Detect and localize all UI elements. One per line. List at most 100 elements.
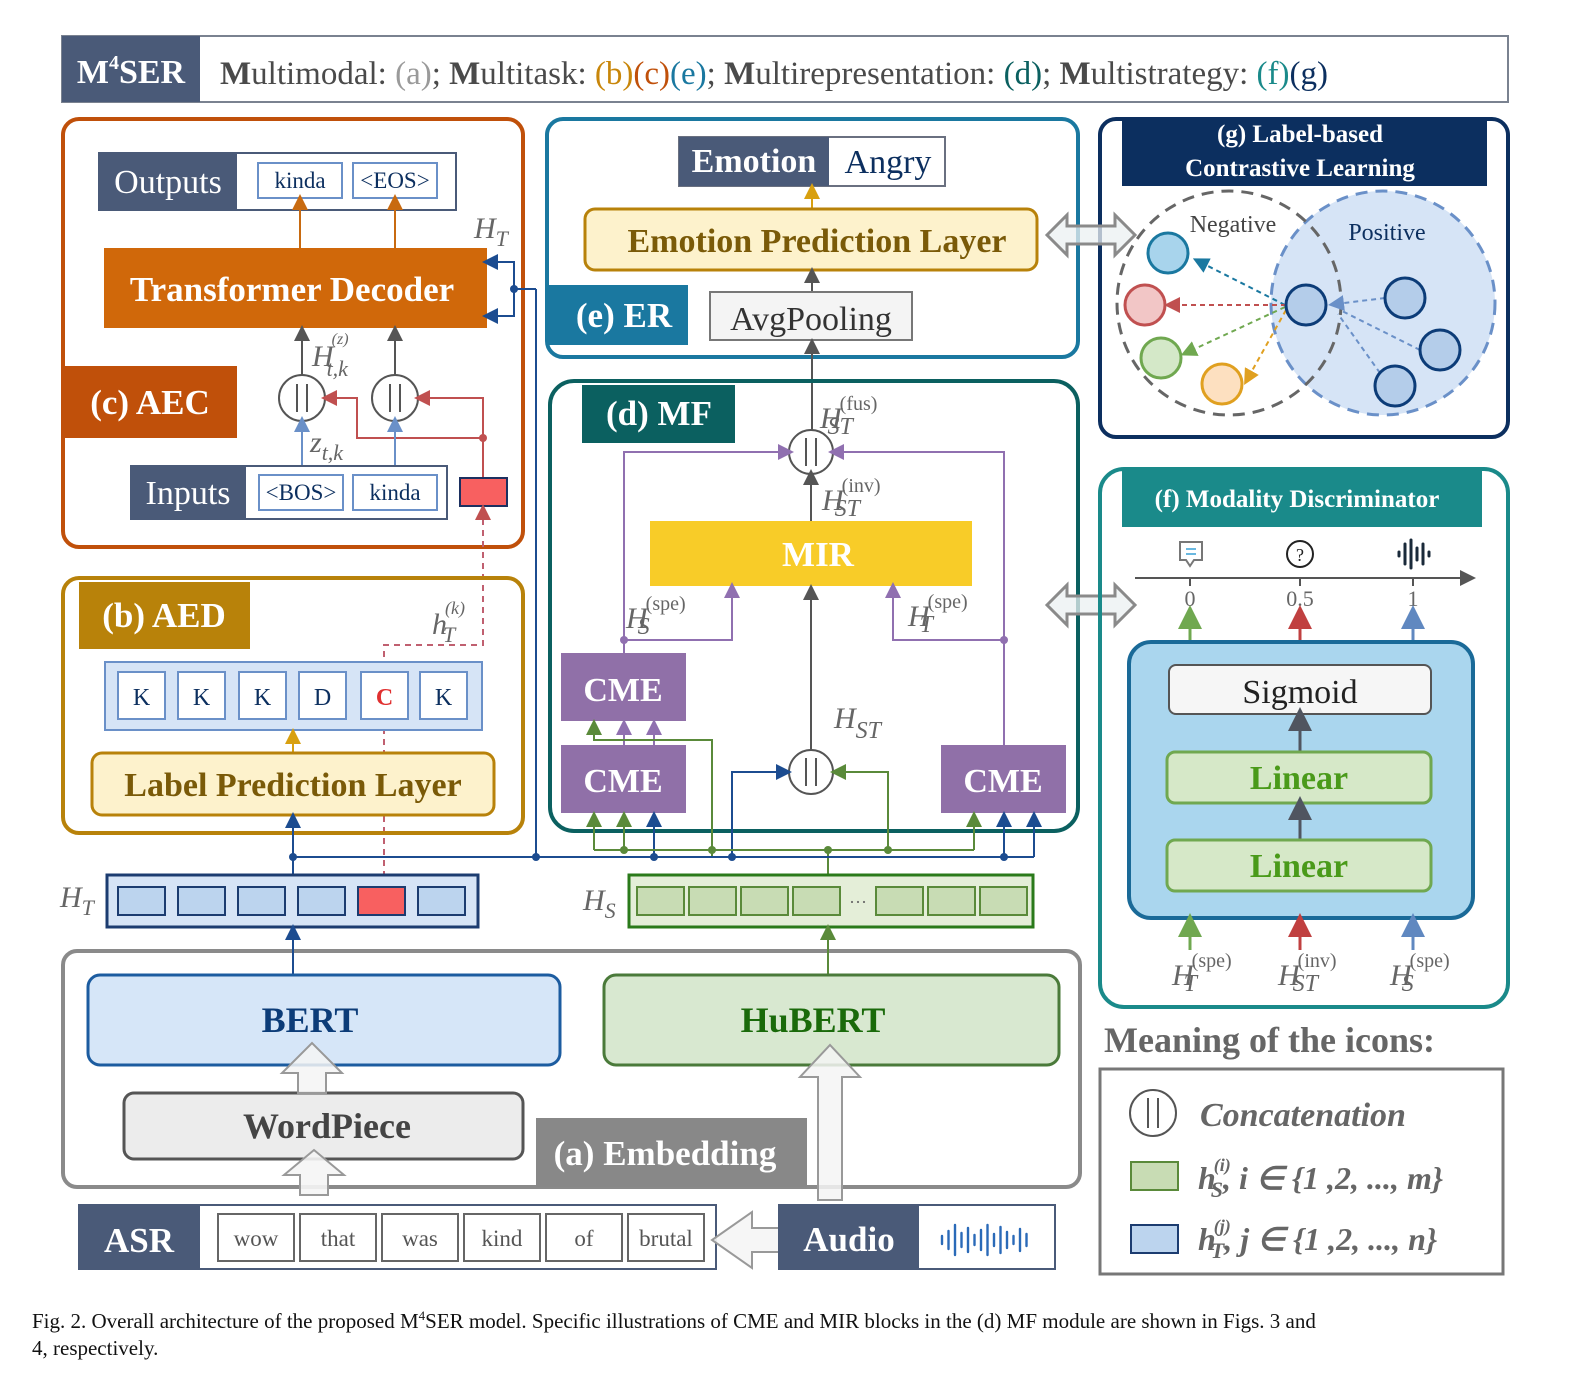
header-initial: M — [220, 56, 251, 92]
asr-label: ASR — [104, 1221, 175, 1260]
input-token-1-text: kinda — [369, 480, 420, 505]
brand-prefix: M — [77, 54, 109, 91]
header-term: ultitask: — [480, 56, 595, 92]
z-symbol: zt,k — [309, 426, 344, 465]
md-title-badge — [1122, 471, 1482, 527]
audio-wave-icon — [1397, 538, 1431, 570]
axis-tick-label: 0 — [1185, 586, 1196, 611]
asr-word: brutal — [639, 1226, 693, 1251]
aed-label-text: K — [133, 685, 151, 711]
ht-cell — [297, 886, 346, 916]
header-initial: M — [449, 56, 480, 92]
aed-label-cell — [117, 671, 166, 720]
header-banner: M4SER Multimodal: (a); Multitask: (b)(c)… — [61, 35, 1509, 103]
ht-sequence: HT — [59, 873, 480, 929]
header-module-tag: (d) — [1004, 56, 1042, 92]
linear-label: Linear — [1250, 848, 1348, 885]
cme-block-lower-left — [561, 745, 686, 813]
hs-cell — [927, 886, 976, 916]
positive-sample — [1373, 364, 1417, 408]
er-module: Emotion Angry Emotion Prediction Layer A… — [545, 117, 1080, 359]
hfus-symbol: H(fus)ST — [819, 393, 877, 440]
header-description: Multimodal: (a); Multitask: (b)(c)(e); M… — [220, 56, 1328, 92]
legend-hs-swatch — [1130, 1161, 1179, 1191]
aed-label-cell — [177, 671, 226, 720]
cme-block-upper-left — [561, 653, 686, 721]
embedding-label-badge — [536, 1118, 807, 1187]
axis-tick-label: 0.5 — [1286, 586, 1314, 611]
er-label: (e) ER — [576, 296, 673, 335]
header-initial: M — [724, 56, 755, 92]
bert-label: BERT — [262, 1000, 359, 1040]
cme-label: CME — [583, 672, 662, 709]
negative-sample — [1146, 231, 1190, 275]
aed-label: (b) AED — [102, 596, 226, 635]
lcl-title-badge — [1122, 119, 1487, 186]
output-token-1-text: <EOS> — [360, 168, 429, 193]
concat-icon — [371, 374, 419, 422]
audio-waveform-icon — [940, 1223, 1028, 1257]
legend-hs-label: h(i)S, i ∈ {1 ,2, ..., m} — [1198, 1155, 1443, 1202]
negative-sample — [1200, 362, 1244, 406]
linear-label: Linear — [1250, 760, 1348, 797]
audio-label: Audio — [803, 1220, 894, 1259]
avgpooling-block — [709, 291, 913, 341]
asr-word-box — [299, 1213, 377, 1262]
text-chat-icon — [1179, 541, 1203, 568]
ht-cell — [237, 886, 286, 916]
mf-module: (d) MF H(fus)ST H(inv)ST MIR H(spe)S H(s… — [548, 338, 1080, 857]
concat-icon — [788, 749, 834, 795]
concat-icon — [788, 429, 834, 475]
legend-ht-label: h(j)T, j ∈ {1 ,2, ..., n} — [1198, 1216, 1437, 1263]
md-input-hs-spe: H(spe)S — [1389, 950, 1450, 997]
hs-cell — [792, 886, 841, 916]
hs-spe-symbol: H(spe)S — [625, 593, 686, 640]
concat-icon — [278, 374, 326, 422]
aec-module: Outputs kinda <EOS> Transformer Decoder … — [61, 117, 536, 549]
transformer-decoder-block — [104, 248, 487, 328]
ht-cell — [177, 886, 226, 916]
mf-label: (d) MF — [606, 394, 712, 433]
embedding-label: (a) Embedding — [554, 1134, 777, 1173]
ht-symbol: HT — [59, 881, 96, 920]
connection-bus — [289, 289, 1034, 876]
asr-word-box — [545, 1213, 623, 1262]
hinv-symbol: H(inv)ST — [821, 475, 881, 522]
negative-label: Negative — [1190, 212, 1277, 238]
header-separator: ; — [707, 56, 724, 92]
er-label-badge — [549, 285, 688, 345]
header-module-tag: (c) — [633, 56, 670, 92]
aed-label-cell — [238, 671, 287, 720]
header-module-tag: (a) — [395, 56, 432, 92]
header-module-tag: (b) — [595, 56, 633, 92]
brand-sup: 4 — [109, 52, 119, 74]
asr-word: wow — [234, 1226, 279, 1251]
label-prediction-layer-text: Label Prediction Layer — [124, 767, 461, 804]
positive-label: Positive — [1348, 220, 1425, 246]
brand-suffix: SER — [119, 54, 186, 91]
asr-word: kind — [482, 1226, 523, 1251]
legend-title: Meaning of the icons: — [1104, 1020, 1435, 1060]
hs-cell — [688, 886, 737, 916]
hs-cell — [875, 886, 924, 916]
aed-label-cell — [360, 671, 409, 720]
double-arrow-mf-md — [1044, 581, 1138, 629]
lcl-module: (g) Label-based Contrastive Learning Neg… — [1098, 117, 1510, 439]
input-token-0-text: <BOS> — [266, 480, 337, 505]
hs-sequence: HS ··· — [582, 873, 1035, 929]
md-title: (f) Modality Discriminator — [1155, 486, 1440, 513]
mir-label: MIR — [782, 535, 855, 574]
legend-ht-swatch — [1130, 1224, 1179, 1254]
aec-ht-symbol: HT — [473, 212, 510, 251]
asr-word-box — [381, 1213, 459, 1262]
aed-label-text: K — [435, 685, 453, 711]
positive-sample — [1418, 328, 1462, 372]
outputs-label: Outputs — [114, 164, 222, 201]
ht-cell — [417, 886, 466, 916]
mir-block — [650, 521, 972, 586]
aed-label-text: K — [254, 685, 272, 711]
hs-cell — [740, 886, 789, 916]
aed-label-badge — [79, 582, 250, 649]
